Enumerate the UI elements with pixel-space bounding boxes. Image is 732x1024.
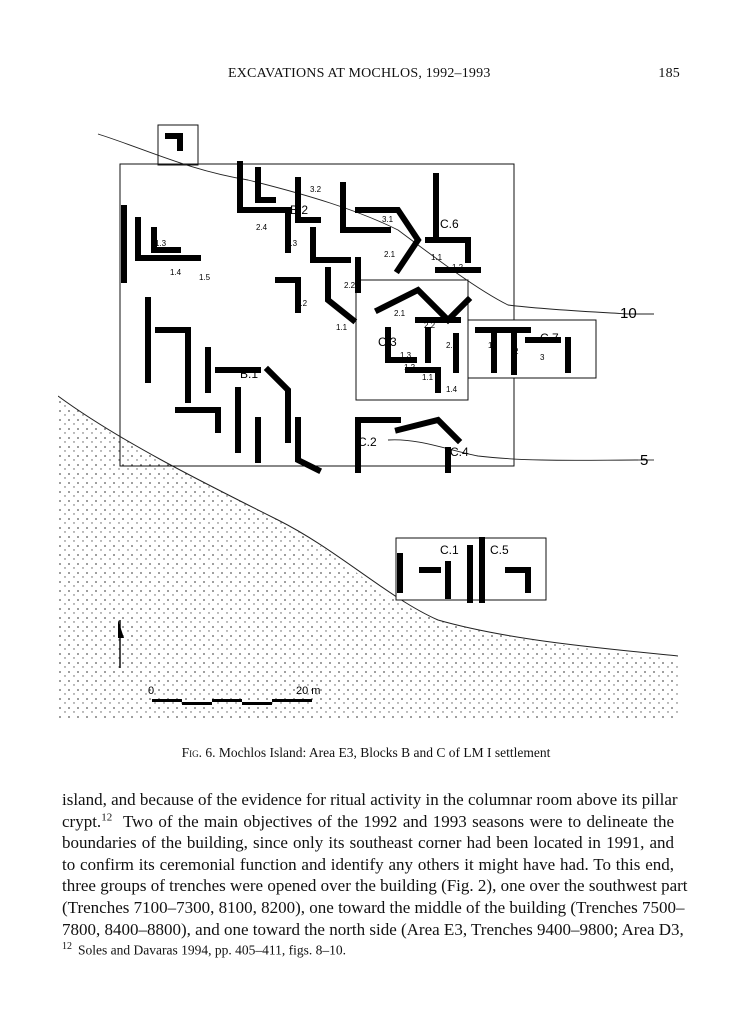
block-label-b1: B.1 — [240, 367, 258, 381]
body-line: (Trenches 7100–7300, 8100, 8200), one to… — [62, 897, 685, 917]
room-label: 1.3 — [400, 351, 412, 360]
site-plan-drawing: 10 5 — [57, 124, 679, 720]
room-label: 3.2 — [310, 185, 322, 194]
room-label: 2 — [514, 347, 519, 356]
footnote-text: Soles and Davaras 1994, pp. 405–411, fig… — [78, 942, 346, 958]
figure-caption: Fig. 6. Mochlos Island: Area E3, Blocks … — [0, 745, 732, 761]
contour-10-label: 10 — [620, 305, 637, 322]
block-labels: B.2 B.1 C.6 C.7 C.3 C.2 C.4 C.1 C.5 — [240, 203, 559, 557]
body-line: boundaries of the building, since only i… — [62, 833, 674, 853]
running-head: EXCAVATIONS AT MOCHLOS, 1992–1993 185 — [120, 66, 680, 86]
body-line: to confirm its ceremonial function and i… — [62, 854, 674, 874]
north-arrow — [118, 620, 124, 668]
scale-bar: 0 20 m — [148, 685, 320, 705]
room-label: 2.3 — [286, 239, 298, 248]
site-plan-figure: 10 5 — [57, 120, 679, 720]
block-label-c3: C.3 — [378, 335, 397, 349]
body-line: three groups of trenches were opened ove… — [62, 876, 688, 896]
body-line-rest: Two of the main objectives of the 1992 a… — [122, 811, 674, 831]
body-line-with-footnote: crypt.12 Two of the main objectives of t… — [62, 811, 674, 833]
footnote: 12 Soles and Davaras 1994, pp. 405–411, f… — [62, 941, 346, 959]
room-label: 2.3 — [446, 341, 458, 350]
walls — [121, 133, 571, 603]
room-label: 2.4 — [256, 223, 268, 232]
scale-end-label: 20 m — [296, 685, 320, 697]
room-label: 1.5 — [199, 273, 211, 282]
room-label: 1.2 — [452, 263, 464, 272]
contour-10-line — [97, 133, 629, 315]
running-head-title: EXCAVATIONS AT MOCHLOS, 1992–1993 — [228, 66, 491, 81]
room-label: 1.1 — [431, 253, 443, 262]
block-label-c1: C.1 — [440, 543, 459, 557]
room-label: 1.2 — [296, 299, 308, 308]
room-label: 2.2 — [344, 281, 356, 290]
block-label-c2: C.2 — [358, 435, 377, 449]
block-label-c7: C.7 — [540, 331, 559, 345]
footnote-reference[interactable]: 12 — [101, 810, 113, 823]
block-label-c5: C.5 — [490, 543, 509, 557]
room-label: 2.1 — [384, 250, 396, 259]
room-label: 1 — [488, 341, 493, 350]
block-label-c6: C.6 — [440, 217, 459, 231]
figure-caption-text: Mochlos Island: Area E3, Blocks B and C … — [218, 745, 551, 760]
page-number: 185 — [658, 66, 680, 81]
body-paragraph: island, and because of the evidence for … — [62, 789, 688, 940]
room-label: 1.1 — [422, 373, 434, 382]
contour-5-label: 5 — [640, 452, 648, 469]
block-label-c4: C.4 — [450, 445, 469, 459]
body-line: island, and because of the evidence for … — [62, 790, 678, 809]
room-label: 3.1 — [382, 215, 394, 224]
room-label: 1.1 — [336, 323, 348, 332]
shore-stipple — [58, 396, 678, 720]
room-label: 4 — [566, 359, 571, 368]
room-label: 2.2 — [424, 321, 436, 330]
room-label: 1.4 — [170, 268, 182, 277]
body-line: 7800, 8400–8800), and one toward the nor… — [62, 919, 684, 939]
footnote-mark: 12 — [62, 941, 72, 952]
room-labels: 3.2 3.1 2.4 2.3 1.3 1.4 1.5 1.2 2.2 2.1 … — [155, 185, 571, 394]
block-label-b2: B.2 — [290, 203, 308, 217]
body-line-start: crypt. — [62, 811, 102, 831]
shoreline — [57, 395, 679, 657]
room-label: 3 — [540, 353, 545, 362]
contour-5-line — [387, 439, 639, 461]
room-label: 1.4 — [446, 385, 458, 394]
room-label: 1.2 — [404, 363, 416, 372]
room-label: 2.1 — [394, 309, 406, 318]
scale-start-label: 0 — [148, 685, 154, 697]
room-label: 1.3 — [155, 239, 167, 248]
figure-caption-label: Fig. 6. — [181, 745, 216, 760]
